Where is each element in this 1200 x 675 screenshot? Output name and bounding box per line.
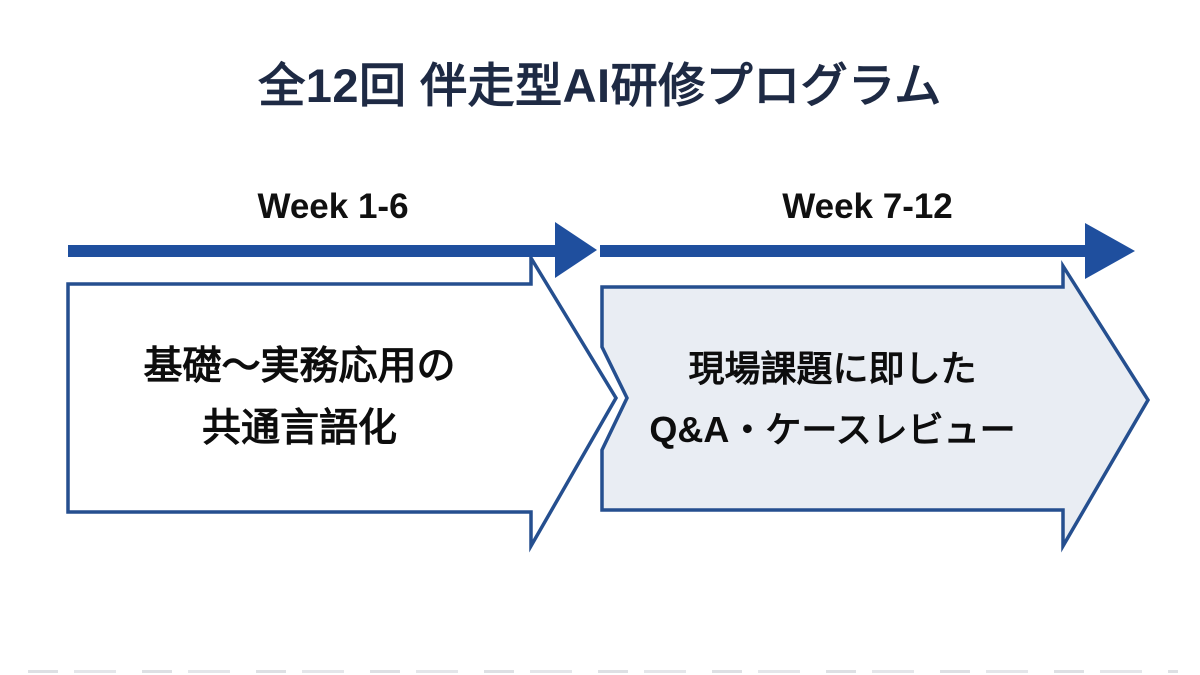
- phase2-block-arrow-shape: [600, 259, 1151, 553]
- timeline-arrow-phase1: [68, 222, 597, 278]
- slide-title: 全12回 伴走型AI研修プログラム: [258, 59, 942, 112]
- cropped-text-artifact: [28, 670, 1178, 673]
- phase2-description-line2: Q&A・ケースレビュー: [649, 408, 1016, 450]
- phase1-week-label: Week 1-6: [257, 187, 409, 226]
- timeline-arrow-phase1-head-icon: [555, 222, 597, 278]
- phase2-description-line1: 現場課題に即した: [688, 347, 977, 389]
- timeline-arrow-phase2-bar: [600, 245, 1087, 257]
- phase1-description-line1: 基礎〜実務応用の: [143, 345, 456, 388]
- phase1-block-arrow-shape: [66, 251, 619, 553]
- timeline-arrow-phase2: [600, 223, 1135, 279]
- timeline-arrow-phase1-bar: [68, 245, 557, 257]
- phase1-description-line2: 共通言語化: [201, 407, 397, 450]
- timeline-arrow-phase2-head-icon: [1085, 223, 1135, 279]
- phase2-week-label: Week 7-12: [782, 187, 953, 226]
- phase2-description: 現場課題に即した Q&A・ケースレビュー: [602, 287, 1063, 510]
- phase1-description: 基礎〜実務応用の 共通言語化: [68, 284, 531, 512]
